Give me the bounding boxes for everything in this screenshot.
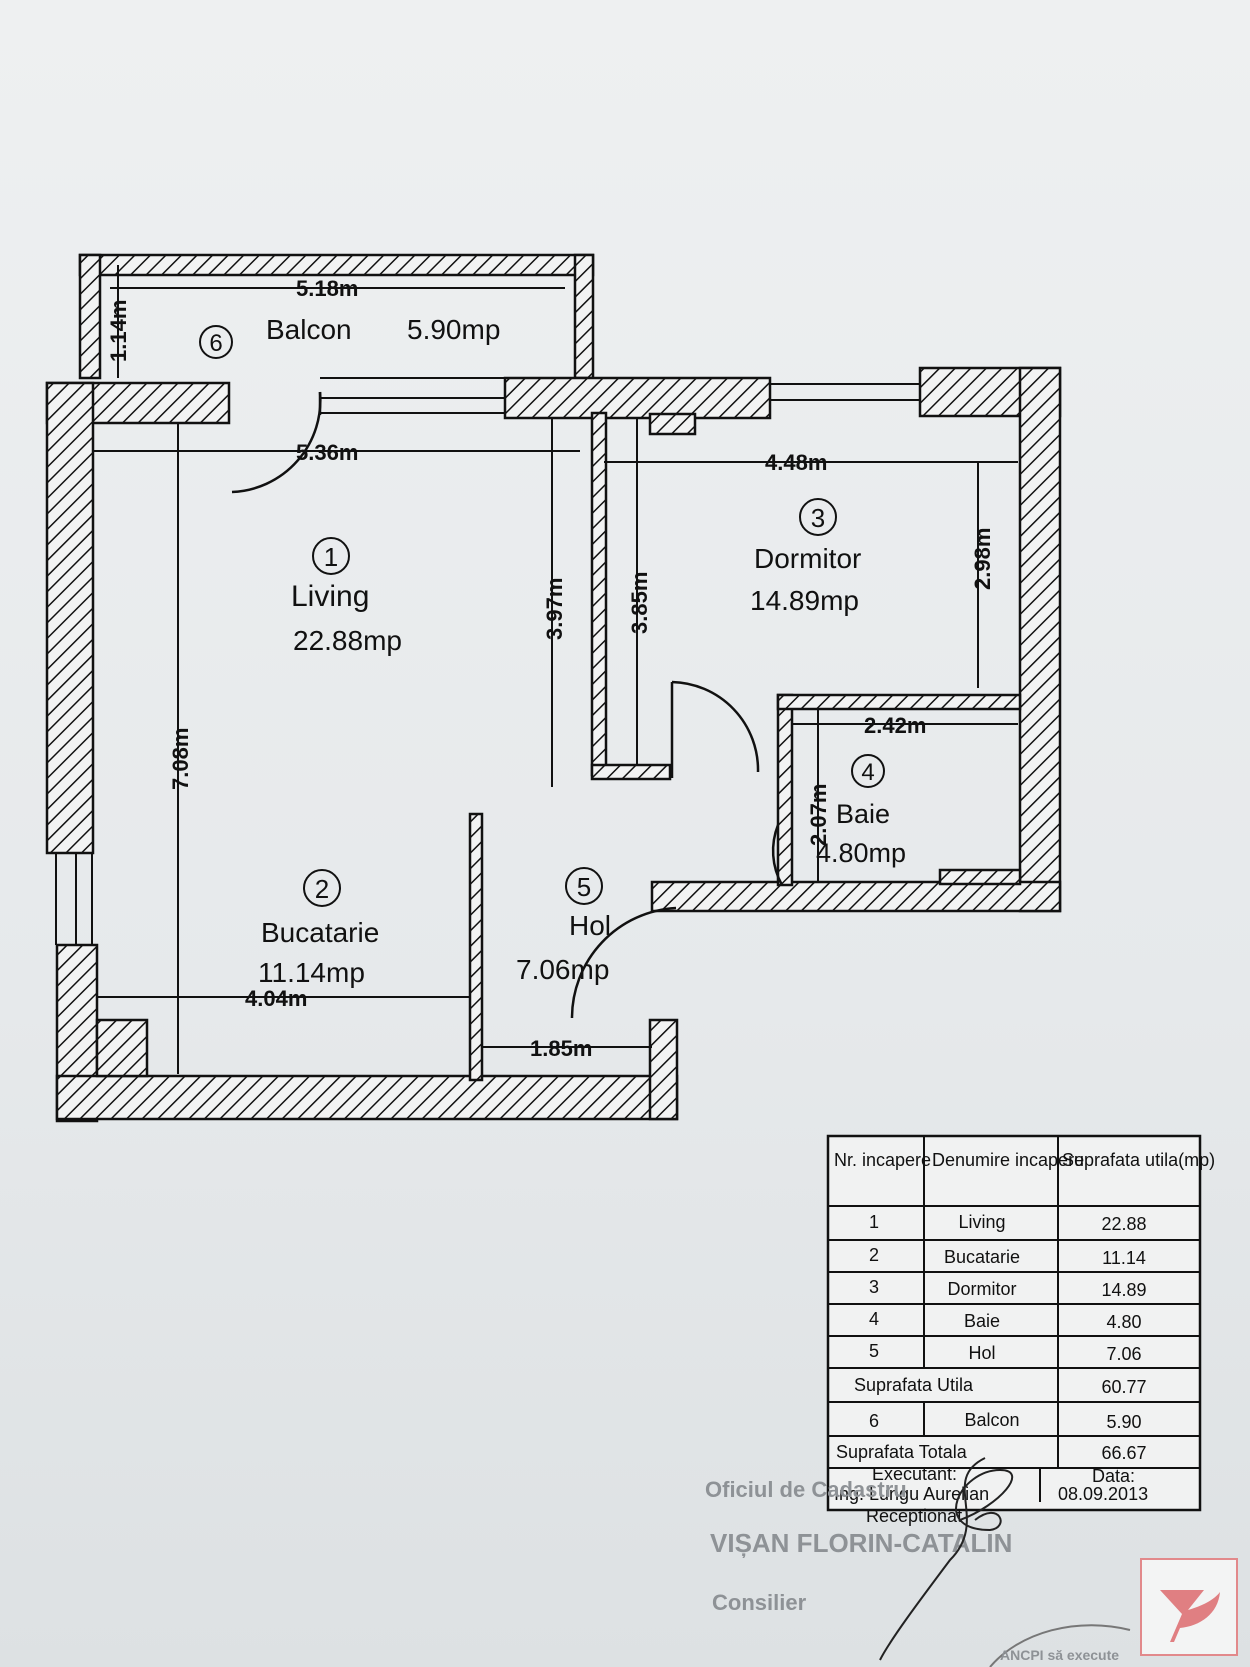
table-row-1-nr: 1 (869, 1212, 879, 1232)
dim-living-width: 5.36m (296, 440, 358, 465)
dim-living-depth: 7.08m (168, 728, 193, 790)
table-row-6-value: 5.90 (1106, 1412, 1141, 1432)
wall-balcony-right (573, 253, 595, 380)
table-row-4-nr: 4 (869, 1309, 879, 1329)
table-executant-name: Ing. Lungu Aurelian (834, 1484, 989, 1504)
wall-corner-step (95, 1018, 149, 1078)
table-row-2-nr: 2 (869, 1245, 879, 1265)
table-receptionat-label: Receptionat (866, 1506, 962, 1526)
wall-baie-west (776, 693, 794, 887)
stamp-block: Oficiul de Cadastru VIȘAN FLORIN-CATALIN… (705, 1477, 1131, 1667)
wall-east (1018, 366, 1062, 913)
wall-bucatarie-hol (468, 812, 484, 1082)
room-number-circle-1 (312, 537, 350, 575)
dim-baie-width: 2.42m (864, 713, 926, 738)
table-suprafata-totala-label: Suprafata Totala (836, 1442, 968, 1462)
room-labels: 6 Balcon 5.90mp 1 Living 22.88mp 3 Dormi… (199, 314, 906, 988)
room-number-5: 5 (577, 872, 591, 902)
wall-balcony-left (78, 253, 102, 380)
table-row-3-name: Dormitor (947, 1279, 1016, 1299)
wall-south (55, 1074, 679, 1121)
table-row-4-name: Baie (964, 1311, 1000, 1331)
room-name-balcon: Balcon (266, 314, 352, 345)
room-number-2: 2 (315, 874, 329, 904)
room-number-1: 1 (324, 542, 338, 572)
wall-dormitor-west (590, 411, 608, 777)
room-number-circle-4 (851, 754, 885, 788)
seal-text: ANCPI să execute (1000, 1647, 1119, 1663)
wall-baie-south (650, 880, 1062, 913)
wall-west-upper (45, 381, 95, 855)
table-row-3-value: 14.89 (1101, 1280, 1146, 1300)
door-swings (231, 391, 784, 1019)
room-area-dormitor: 14.89mp (750, 585, 859, 616)
dim-wall-a: 3.97m (542, 578, 567, 640)
table-row-5-value: 7.06 (1106, 1344, 1141, 1364)
wall-dormitor-south-left (590, 763, 672, 781)
room-area-living: 22.88mp (293, 625, 402, 656)
table-row-6-name: Balcon (964, 1410, 1019, 1430)
wall-hol-east (648, 1018, 679, 1121)
walls (45, 253, 1062, 1123)
room-area-baie: 4.80mp (816, 838, 906, 868)
watermark-logo (1140, 1558, 1238, 1656)
table-suprafata-totala-value: 66.67 (1101, 1443, 1146, 1463)
room-number-3: 3 (811, 503, 825, 533)
table-row-6-nr: 6 (869, 1411, 879, 1431)
room-number-circle-2 (303, 869, 341, 907)
room-area-balcon: 5.90mp (407, 314, 500, 345)
wall-baie-step (938, 868, 1022, 886)
table-row-4-value: 4.80 (1106, 1312, 1141, 1332)
table-row-2-value: 11.14 (1102, 1248, 1146, 1268)
table-suprafata-utila-value: 60.77 (1101, 1377, 1146, 1397)
room-name-baie: Baie (836, 799, 890, 829)
dim-balcon-width: 5.18m (296, 276, 358, 301)
signature (879, 1457, 1014, 1661)
seal-arc (989, 1624, 1131, 1667)
table-header-denumire: Denumire incapere (932, 1150, 1084, 1170)
room-name-hol: Hol (569, 910, 611, 941)
room-area-bucatarie: 11.14mp (258, 957, 365, 988)
dim-dormitor-depth: 2.98m (970, 528, 995, 590)
table-data-label: Data: (1092, 1466, 1135, 1486)
wall-pier (648, 412, 697, 436)
table-row-3-nr: 3 (869, 1277, 879, 1297)
table-row-2-name: Bucatarie (944, 1247, 1020, 1267)
table-suprafata-utila-label: Suprafata Utila (854, 1375, 974, 1395)
room-number-circle-3 (799, 498, 837, 536)
stamp-line-1: Oficiul de Cadastru (705, 1477, 907, 1502)
dim-baie-depth: 2.07m (806, 784, 831, 846)
dimension-labels: 5.18m 1.14m 5.36m 4.48m 2.98m 7.08m 3.97… (106, 276, 995, 1061)
table-row-5-name: Hol (968, 1343, 995, 1363)
table-executant-label: Executant: (872, 1464, 957, 1484)
dim-wall-b: 3.85m (627, 572, 652, 634)
room-number-6: 6 (209, 330, 222, 357)
wall-balcony-top (78, 253, 595, 277)
room-name-dormitor: Dormitor (754, 543, 861, 574)
room-name-living: Living (291, 580, 369, 613)
room-number-4: 4 (861, 759, 874, 786)
table-row-1-value: 22.88 (1101, 1214, 1146, 1234)
wall-north-mid (503, 376, 772, 420)
wall-baie-north (776, 693, 1022, 711)
room-area-hol: 7.06mp (516, 954, 609, 985)
stamp-line-2: VIȘAN FLORIN-CATALIN (710, 1528, 1012, 1558)
room-number-circle-6 (199, 325, 233, 359)
dim-hol-width: 1.85m (530, 1036, 592, 1061)
dim-balcon-depth: 1.14m (106, 300, 131, 362)
table-header-nr: Nr. incapere (834, 1150, 931, 1170)
windows (55, 274, 920, 945)
dim-bucatarie-width: 4.04m (245, 986, 307, 1011)
table-header-suprafata: Suprafata utila(mp) (1062, 1150, 1215, 1170)
area-table: Nr. incapere Denumire incapere Suprafata… (826, 1134, 1215, 1526)
table-row-5-nr: 5 (869, 1341, 879, 1361)
table-data-value: 08.09.2013 (1058, 1484, 1148, 1504)
room-number-circle-5 (565, 867, 603, 905)
dim-dormitor-width: 4.48m (765, 450, 827, 475)
dimension-lines (93, 265, 1018, 1074)
table-row-1-name: Living (958, 1212, 1005, 1232)
stamp-line-3: Consilier (712, 1590, 807, 1615)
room-name-bucatarie: Bucatarie (261, 917, 379, 948)
